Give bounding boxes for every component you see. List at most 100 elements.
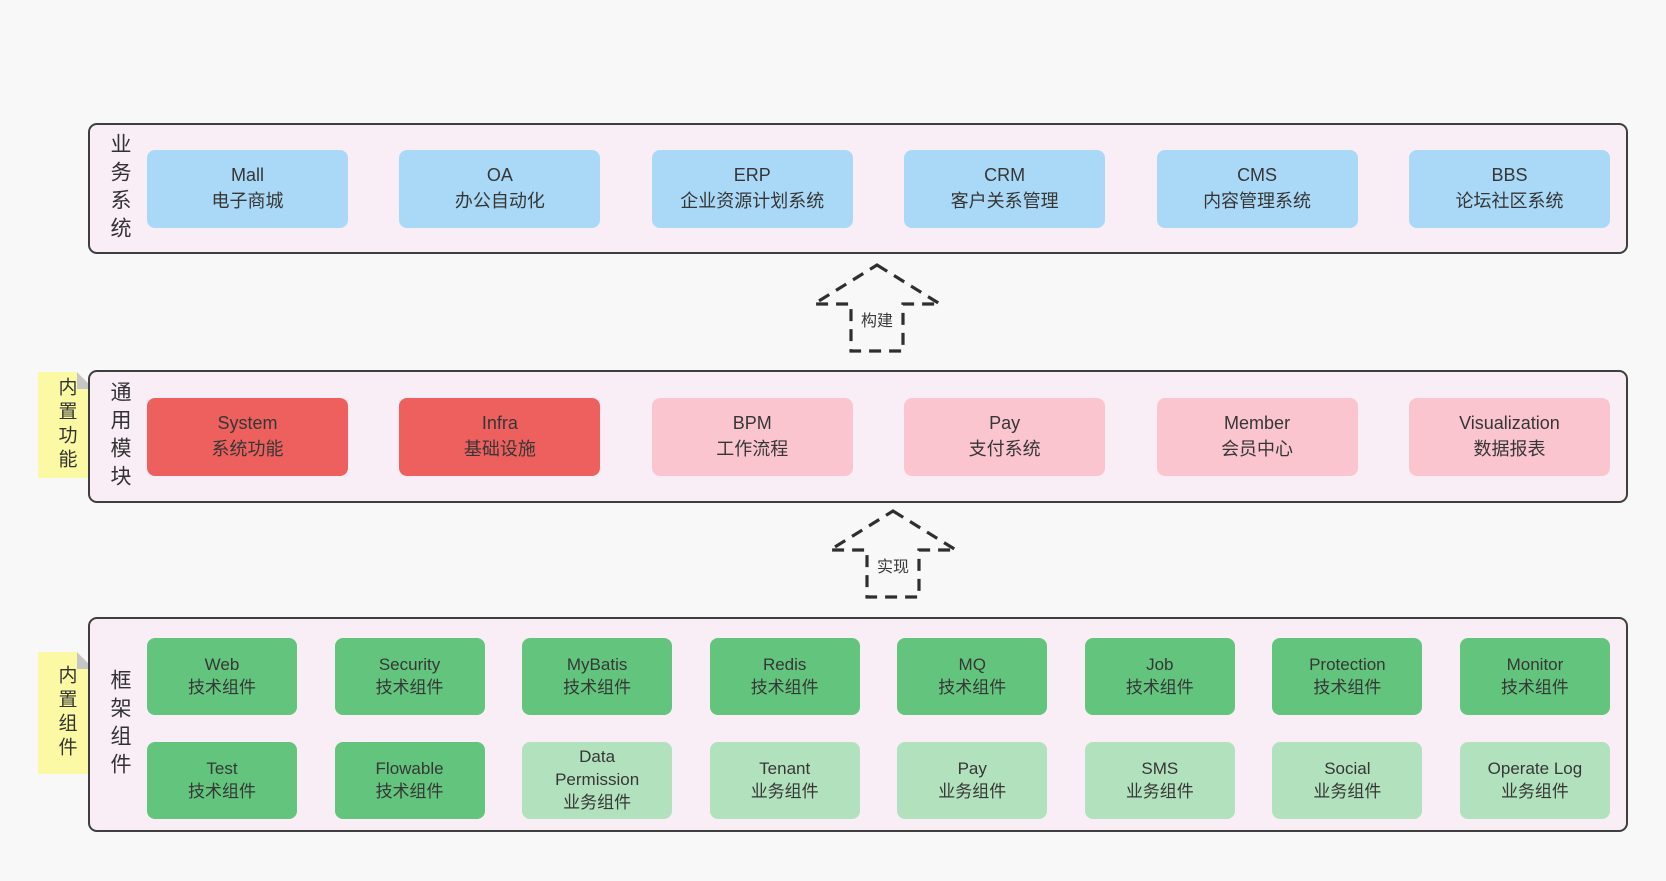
component-box-line: CMS [1237,165,1278,186]
component-box-line: 技术组件 [1500,677,1569,697]
component-box-line: Test [206,758,238,778]
component-box-line: 业务组件 [1313,781,1382,801]
component-box-line: OA [486,165,513,186]
component-box-line: BPM [732,413,772,434]
component-box: Mall 电子商城 [147,149,348,228]
built-in-components-note: 内置组件 [38,652,94,774]
component-box-line: 企业资源计划系统 [680,190,825,211]
component-box-line: 技术组件 [375,781,444,801]
component-box-line: 业务组件 [1125,781,1194,801]
component-box-line: ERP [733,165,771,186]
component-box: Social 业务组件 [1272,742,1423,819]
component-box-line: 技术组件 [188,781,256,801]
component-box: Pay 支付系统 [904,397,1106,476]
component-box: MyBatis 技术组件 [522,638,673,715]
implement-arrow-label: 实现 [873,552,913,578]
build-arrow: 构建 [811,262,943,354]
layer-label-common-modules: 通用模块 [108,380,131,493]
component-box-line: 会员中心 [1221,438,1294,459]
component-box-line: BBS [1491,165,1528,186]
component-box-line: 论坛社区系统 [1455,190,1564,211]
component-box: Security 技术组件 [334,638,485,715]
component-box-line: 技术组件 [1313,677,1382,697]
component-box-line: 业务组件 [938,781,1007,801]
component-box-line: Infra [481,413,518,434]
component-box-line: Pay [957,758,987,778]
component-box: BBS 论坛社区系统 [1408,149,1610,228]
component-box-line: 技术组件 [375,677,444,697]
component-box: MQ 技术组件 [897,638,1048,715]
implement-arrow: 实现 [827,508,959,600]
component-box-line: CRM [984,165,1026,186]
component-box-line: MyBatis [566,654,628,674]
component-box: Test 技术组件 [147,742,297,819]
component-box-line: 系统功能 [211,438,284,459]
component-box-line: Visualization [1459,413,1560,434]
component-box: ERP 企业资源计划系统 [651,149,853,228]
component-box-line: 技术组件 [563,677,632,697]
component-box-line: Tenant [759,758,811,778]
component-box-line: 业务组件 [1500,781,1569,801]
component-box-line: Security [378,654,441,674]
component-box-line: 技术组件 [750,677,819,697]
layer-label-framework-components: 框架组件 [108,668,131,781]
component-box: Monitor 技术组件 [1459,638,1610,715]
component-box-line: 基础设施 [463,438,536,459]
component-box-line: 业务组件 [563,792,632,812]
component-box-line: 数据报表 [1473,438,1546,459]
component-box-line: Operate Log [1487,758,1583,778]
component-box-line: 客户关系管理 [950,190,1059,211]
component-box-line: Permission [555,770,640,790]
component-box-line: Monitor [1506,654,1564,674]
built-in-functions-note: 内置功能 [38,372,94,478]
component-box-line: 技术组件 [1125,677,1194,697]
component-box: CMS 内容管理系统 [1156,149,1358,228]
component-box-line: Pay [989,413,1021,434]
up-arrow-icon [811,263,943,353]
component-box: Pay 业务组件 [897,742,1048,819]
component-box: BPM 工作流程 [651,397,853,476]
component-box-line: Flowable [375,758,444,778]
component-box: SMS 业务组件 [1084,742,1235,819]
layer-common-modules: 通用模块 System 系统功能 Infra 基础设施 BPM 工作流程 Pay 支付系统 Me… [88,370,1628,503]
component-box: Tenant 业务组件 [709,742,860,819]
up-arrow-icon [827,509,959,599]
component-box-line: 支付系统 [968,438,1041,459]
component-box-line: 技术组件 [188,677,256,697]
component-box-line: 技术组件 [938,677,1007,697]
component-box: Redis 技术组件 [709,638,860,715]
build-arrow-label: 构建 [857,306,897,332]
component-box-line: 业务组件 [750,781,819,801]
component-box: CRM 客户关系管理 [904,149,1106,228]
component-box: Visualization 数据报表 [1408,397,1610,476]
component-box-line: System [217,413,278,434]
component-box-line: Protection [1309,654,1386,674]
component-box: Flowable 技术组件 [334,742,485,819]
component-box: Protection 技术组件 [1272,638,1423,715]
component-box: Operate Log 业务组件 [1459,742,1610,819]
component-box-line: Redis [762,654,807,674]
component-box-line: Social [1324,758,1371,778]
component-box-line: 电子商城 [211,190,284,211]
component-box-line: 内容管理系统 [1203,190,1312,211]
layer-label-business-systems: 业务系统 [108,132,131,245]
component-box-line: Mall [230,165,264,186]
component-box-line: MQ [958,654,986,674]
component-box-line: 工作流程 [716,438,789,459]
component-box-line: SMS [1141,758,1179,778]
